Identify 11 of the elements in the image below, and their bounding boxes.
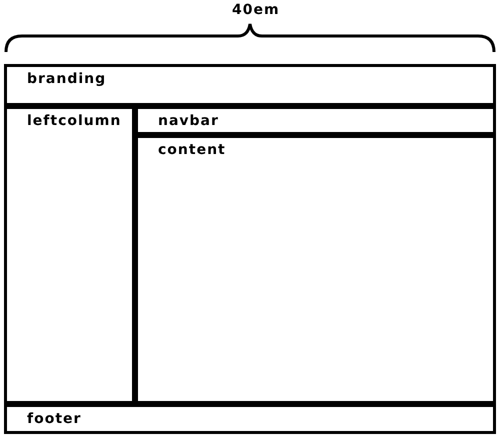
region-label: leftcolumn xyxy=(27,113,122,129)
left-column-region xyxy=(4,106,135,404)
region-label: branding xyxy=(27,71,106,87)
branding-region xyxy=(4,64,496,106)
content-region xyxy=(135,135,496,404)
navbar-region xyxy=(135,106,496,135)
footer-region xyxy=(4,404,496,434)
region-label: content xyxy=(158,142,226,158)
region-label: footer xyxy=(27,411,82,427)
region-label: navbar xyxy=(158,113,219,129)
dimension-label: 40em xyxy=(232,2,280,18)
